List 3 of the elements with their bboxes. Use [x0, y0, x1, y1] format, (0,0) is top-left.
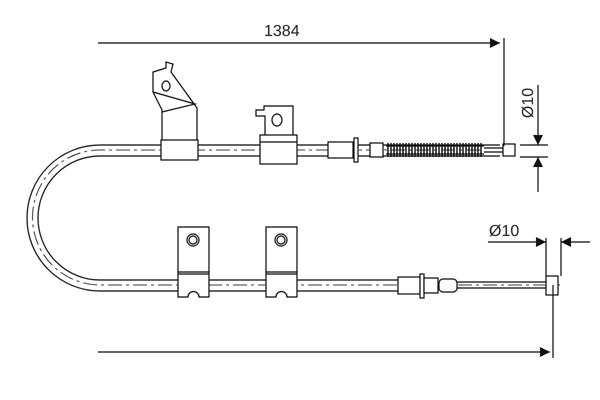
dimension-label: 1384 [264, 24, 300, 40]
dimension-label: Ø10 [489, 224, 520, 240]
dimension-label: Ø10 [521, 88, 538, 118]
